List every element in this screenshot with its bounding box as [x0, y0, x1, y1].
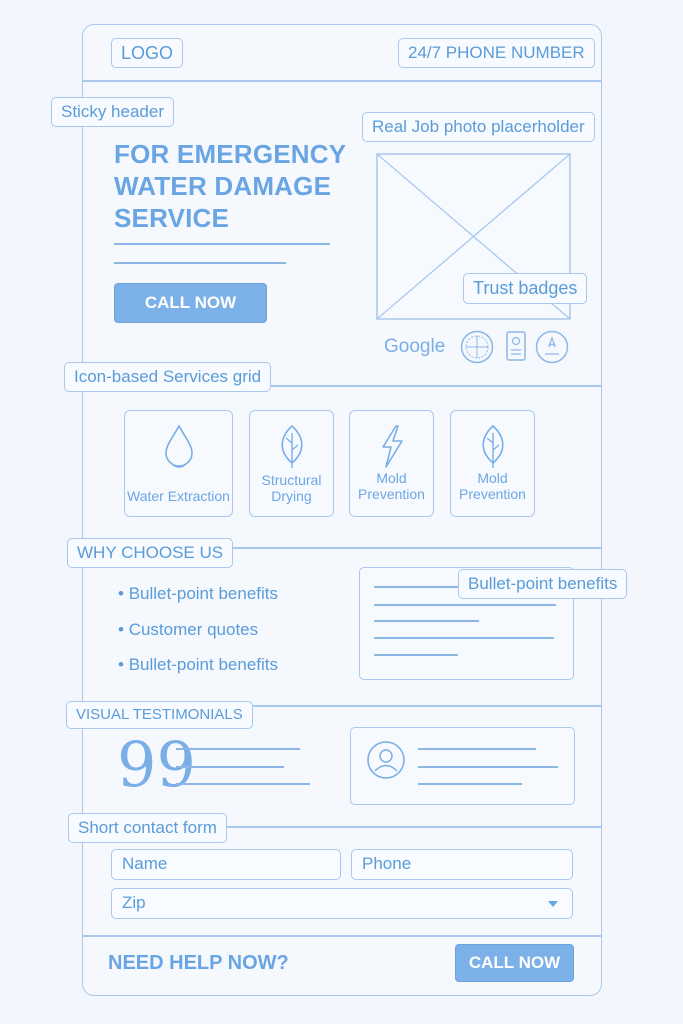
- label-services-grid: Icon-based Services grid: [64, 362, 272, 392]
- quote-icon: 99: [117, 728, 196, 801]
- text-line: [374, 620, 479, 622]
- seal-badge-icon: [535, 330, 569, 364]
- hero-text-line: [114, 243, 330, 245]
- testimonial-line: [418, 748, 536, 750]
- section-divider: [83, 826, 601, 828]
- label-photo-placeholder: Real Job photo placerholder: [362, 112, 595, 142]
- hero-title: FOR EMERGENCY WATER DAMAGE SERVICE: [114, 139, 346, 233]
- benefit-bullet: • Customer quotes: [118, 620, 259, 639]
- section-divider: [83, 705, 601, 707]
- lightning-icon: [381, 425, 403, 468]
- text-line: [374, 586, 464, 588]
- google-badge: Google: [384, 336, 446, 357]
- benefit-bullet: • Bullet-point benefits: [118, 584, 279, 603]
- avatar-icon: [367, 741, 405, 779]
- footer-call-now-button[interactable]: CALL NOW: [455, 944, 574, 982]
- need-help-text: NEED HELP NOW?: [108, 952, 289, 974]
- name-field[interactable]: Name: [111, 849, 341, 880]
- call-now-button[interactable]: CALL NOW: [114, 283, 267, 323]
- leaf-icon: [280, 424, 303, 468]
- label-contact-form: Short contact form: [68, 813, 227, 843]
- quote-line: [176, 783, 310, 785]
- service-structural-drying[interactable]: Structural Drying: [249, 410, 334, 517]
- hero-text-line: [114, 262, 286, 264]
- service-water-extraction[interactable]: Water Extraction: [124, 410, 233, 517]
- label-why-choose-us: WHY CHOOSE US: [67, 538, 234, 568]
- header-divider: [83, 80, 601, 82]
- chevron-down-icon: [548, 901, 558, 907]
- logo[interactable]: LOGO: [111, 38, 184, 68]
- benefit-bullet: • Bullet-point benefits: [118, 655, 279, 674]
- globe-badge-icon: [460, 330, 494, 364]
- zip-select[interactable]: Zip: [111, 888, 573, 919]
- footer-divider: [83, 935, 601, 937]
- section-divider: [83, 547, 601, 549]
- water-drop-icon: [164, 424, 193, 468]
- testimonial-line: [418, 783, 522, 785]
- text-line: [374, 654, 458, 656]
- label-sticky-header: Sticky header: [51, 97, 174, 127]
- label-bullet-benefits: Bullet-point benefits: [458, 569, 628, 599]
- text-line: [374, 637, 554, 639]
- leaf-icon: [481, 424, 504, 468]
- section-divider: [83, 385, 601, 387]
- label-trust-badges: Trust badges: [463, 273, 588, 304]
- phone-number[interactable]: 24/7 PHONE NUMBER: [398, 38, 595, 68]
- service-mold-prevention-2[interactable]: Mold Prevention: [450, 410, 535, 517]
- certificate-badge-icon: [506, 331, 526, 361]
- testimonial-line: [418, 766, 558, 768]
- quote-line: [176, 766, 284, 768]
- quote-line: [176, 748, 300, 750]
- text-line: [374, 604, 556, 606]
- phone-field[interactable]: Phone: [351, 849, 573, 880]
- label-visual-testimonials: VISUAL TESTIMONIALS: [66, 701, 253, 729]
- service-mold-prevention[interactable]: Mold Prevention: [349, 410, 434, 517]
